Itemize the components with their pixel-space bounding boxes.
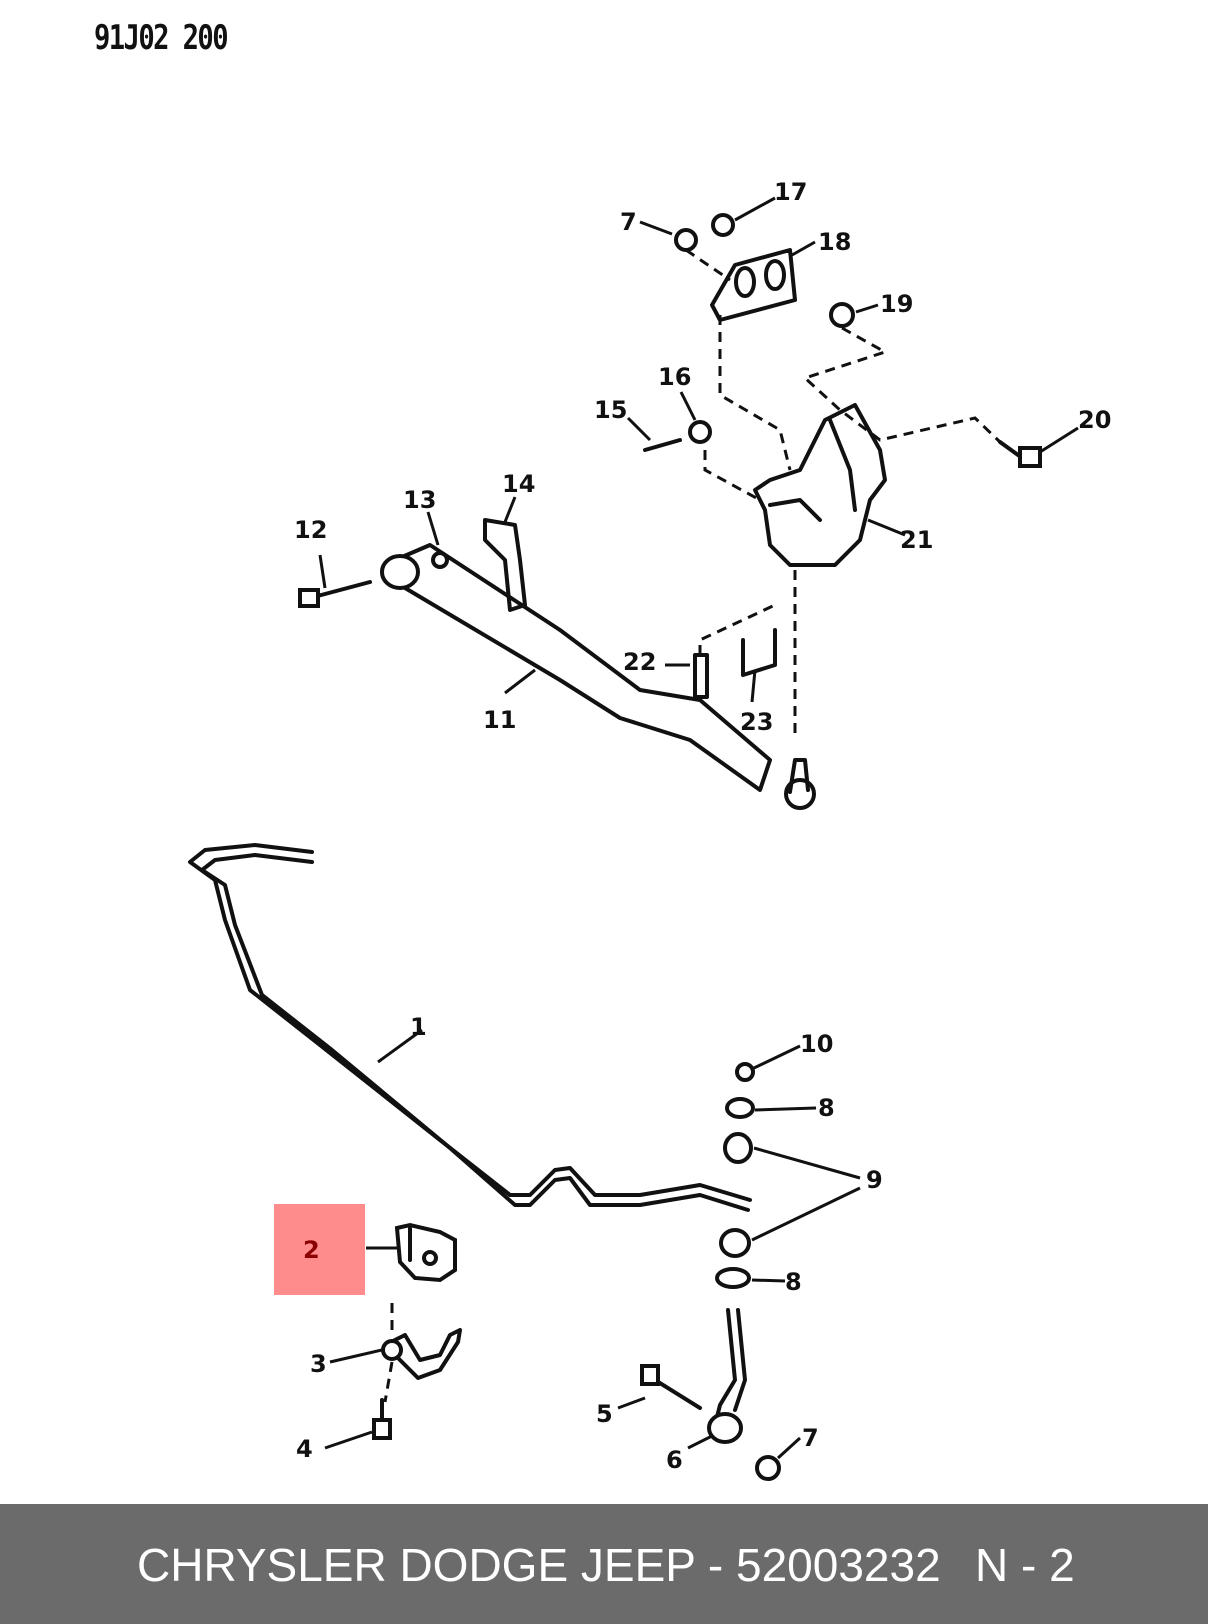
bolt-5 [640, 1364, 702, 1410]
callout-3: 3 [310, 1350, 327, 1378]
position-text: N - 2 [975, 1539, 1075, 1591]
nut-10 [735, 1062, 755, 1082]
callout-16: 16 [658, 363, 691, 391]
callout-11: 11 [483, 706, 516, 734]
callout-8-bottom: 8 [785, 1268, 802, 1296]
bushing-2 [394, 1222, 457, 1283]
retainer-3 [381, 1328, 462, 1380]
callout-9: 9 [866, 1166, 883, 1194]
grommet-9-bottom [719, 1228, 751, 1258]
pin-22 [693, 653, 709, 699]
callout-10: 10 [800, 1030, 833, 1058]
track-bar [380, 543, 816, 810]
washer-8-bottom [715, 1267, 751, 1289]
callout-5: 5 [596, 1400, 613, 1428]
callout-2: 2 [303, 1236, 320, 1264]
nut-19 [829, 302, 855, 328]
callout-8-top: 8 [818, 1094, 835, 1122]
callout-7-bottom: 7 [802, 1424, 819, 1452]
nut-7-bottom [755, 1455, 781, 1481]
washer-8-top [725, 1097, 755, 1119]
bolt-12 [298, 580, 372, 608]
part-2-highlight [274, 1204, 365, 1295]
callout-6: 6 [666, 1446, 683, 1474]
grommet-9-top [723, 1132, 753, 1164]
callout-23: 23 [740, 708, 773, 736]
washer-13 [431, 551, 449, 569]
callout-1: 1 [410, 1013, 427, 1041]
ubolt-23 [741, 628, 777, 677]
clip-14 [483, 518, 527, 612]
nut-7-top [674, 228, 698, 252]
callout-17: 17 [774, 178, 807, 206]
callout-4: 4 [296, 1435, 313, 1463]
exploded-view: 1 2 3 4 5 6 7 8 8 9 10 11 12 13 14 15 16… [188, 178, 1111, 1481]
callout-13: 13 [403, 486, 436, 514]
diagram-code: 91J02 200 [94, 18, 229, 58]
bracket-21 [753, 403, 887, 567]
callout-14: 14 [502, 470, 535, 498]
callout-18: 18 [818, 228, 851, 256]
callout-22: 22 [623, 648, 656, 676]
callout-19: 19 [880, 290, 913, 318]
plate-18 [710, 248, 797, 322]
sway-bar-1 [188, 843, 752, 1212]
callout-20: 20 [1078, 406, 1111, 434]
nut-16 [688, 420, 712, 444]
bolt-15 [643, 438, 682, 452]
callout-12: 12 [294, 516, 327, 544]
callout-21: 21 [900, 526, 933, 554]
bolt-20 [998, 440, 1042, 468]
callout-7-top: 7 [620, 208, 637, 236]
callout-15: 15 [594, 396, 627, 424]
link-6 [707, 1308, 747, 1444]
bolt-17 [711, 213, 735, 237]
part-number-text: CHRYSLER DODGE JEEP - 52003232 [137, 1539, 941, 1591]
bolt-4 [372, 1398, 392, 1440]
parts-diagram: 91J02 200 [94, 18, 1111, 1481]
part-footer: CHRYSLER DODGE JEEP - 52003232 N - 2 [0, 1504, 1208, 1624]
